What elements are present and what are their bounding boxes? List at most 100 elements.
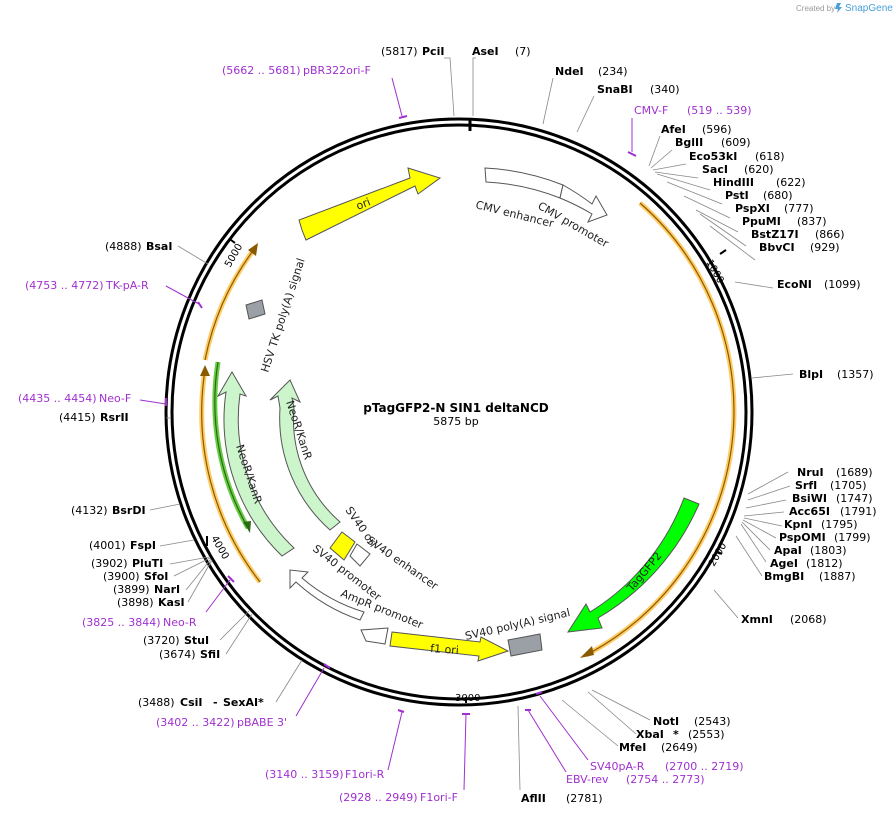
leader-mfei (561, 699, 619, 747)
tick-label-2000: 2000 (707, 541, 729, 569)
primer-leader-pbabe (295, 667, 325, 717)
svg-text:Neo-R: Neo-R (163, 616, 197, 629)
svg-text:XmnI: XmnI (741, 613, 773, 626)
leader-bglii (650, 149, 673, 169)
svg-text:(929): (929) (810, 241, 840, 254)
svg-text:NarI: NarI (154, 583, 180, 596)
leader-kpni (743, 517, 783, 527)
svg-text:HindIII: HindIII (713, 176, 754, 189)
svg-text:(4001): (4001) (89, 539, 126, 552)
svg-text:(1803): (1803) (810, 544, 847, 557)
svg-text:KpnI: KpnI (784, 518, 812, 531)
site-label-bstz17i: BstZ17I (866) (751, 228, 845, 241)
svg-text:(519 .. 539): (519 .. 539) (687, 104, 752, 117)
svg-text:BlpI: BlpI (799, 368, 823, 381)
svg-text:FspI: FspI (130, 539, 156, 552)
feature-label-sv40-polya: SV40 poly(A) signal (464, 606, 572, 643)
leader-fspi (159, 539, 195, 547)
svg-text:BsaI: BsaI (146, 240, 172, 253)
feature-hsv-tk-polya[interactable]: HSV TK poly(A) signal (245, 257, 308, 374)
orf-arc-taggfp2-head (580, 646, 594, 658)
primer-markers (139, 77, 637, 791)
feature-cmv-enhancer[interactable]: CMV enhancer (474, 167, 564, 230)
svg-text:(1705): (1705) (830, 479, 867, 492)
site-label-pspxi: PspXI (777) (735, 202, 814, 215)
svg-text:RsrII: RsrII (100, 411, 129, 424)
feature-ori[interactable]: ori (298, 167, 442, 241)
primer-label-f1ori-f: (2928 .. 2949) F1ori-F (339, 791, 458, 804)
leader-agei (740, 523, 767, 563)
svg-text:PspXI: PspXI (735, 202, 770, 215)
leader-blpi (751, 373, 794, 379)
svg-text:SfiI: SfiI (200, 648, 220, 661)
primer-label-pbabe: (3402 .. 3422) pBABE 3' (156, 716, 287, 729)
tick-2000: 2000 (707, 541, 729, 569)
svg-text:(1791): (1791) (840, 505, 877, 518)
backbone-outer-ring (164, 117, 754, 707)
svg-text:(1747): (1747) (836, 492, 873, 505)
svg-text:PspOMI: PspOMI (779, 531, 826, 544)
primer-leader-neo-f (139, 399, 167, 405)
svg-text:(1799): (1799) (834, 531, 871, 544)
primer-label-sv40pa-r: SV40pA-R (2700 .. 2719) (590, 760, 744, 773)
tick-label-3000: 3000 (455, 693, 480, 704)
primer-label-neo-f: (4435 .. 4454) Neo-F (18, 392, 131, 405)
site-label-xmni: XmnI (2068) (741, 613, 827, 626)
svg-text:(2543): (2543) (694, 715, 731, 728)
svg-text:(340): (340) (650, 83, 680, 96)
leader-pluti (169, 556, 210, 565)
primer-leader-pbr322 (391, 77, 403, 117)
leader-apai (741, 521, 771, 551)
svg-text:(3825 .. 3844): (3825 .. 3844) (82, 616, 161, 629)
feature-label-taggfp2: TagGFP2 (624, 549, 665, 594)
primer-leader-sv40pa-r (539, 695, 589, 761)
svg-text:(3902): (3902) (91, 557, 128, 570)
leader-bsiwi (745, 499, 787, 509)
svg-text:(2928 .. 2949): (2928 .. 2949) (339, 791, 418, 804)
feature-neor-kanr-inner[interactable]: NeoR/KanR (269, 379, 341, 531)
primer-leader-f1ori-f (463, 713, 467, 791)
svg-text:KasI: KasI (158, 596, 185, 609)
site-label-xbai: XbaI * (2553) (636, 728, 725, 741)
svg-text:(620): (620) (744, 163, 774, 176)
svg-text:CMV-F: CMV-F (634, 104, 668, 117)
backbone-inner-ring (170, 123, 748, 701)
svg-text:F1ori-F: F1ori-F (420, 791, 458, 804)
site-label-nari: (3899) NarI (113, 583, 180, 596)
leader-ppumi (695, 209, 739, 233)
orf-arc-neo-core (201, 369, 261, 583)
site-label-pspomi: PspOMI (1799) (779, 531, 871, 544)
svg-text:(2754 .. 2773): (2754 .. 2773) (626, 773, 705, 786)
svg-text:(4132): (4132) (71, 504, 108, 517)
feature-taggfp2[interactable]: TagGFP2 (567, 497, 700, 633)
leader-sfii (225, 613, 253, 655)
plasmid-name: pTagGFP2-N SIN1 deltaNCD (363, 401, 549, 415)
leader-eco53ki (652, 163, 687, 171)
svg-text:-: - (213, 696, 218, 709)
svg-text:AseI: AseI (472, 45, 499, 58)
svg-text:(3488): (3488) (138, 696, 175, 709)
primer-leader-f1ori-r (387, 711, 403, 771)
leader-srfi (747, 485, 791, 501)
leader-afei (648, 135, 661, 167)
site-label-saci: SacI (620) (702, 163, 774, 176)
site-label-agei: AgeI (1812) (770, 557, 843, 570)
primer-label-pbr322ori-f: (5662 .. 5681) pBR322ori-F (222, 64, 371, 77)
primer-label-tk-pa-r: (4753 .. 4772) TK-pA-R (25, 279, 149, 292)
feature-f1-ori[interactable]: f1 ori (389, 631, 510, 662)
site-label-kasi: (3898) KasI (117, 596, 185, 609)
leader-aflii (517, 705, 521, 791)
leader-kasi (187, 559, 213, 603)
site-label-psti: PstI (680) (725, 189, 793, 202)
svg-text:NruI: NruI (797, 466, 824, 479)
svg-text:CsiI: CsiI (180, 696, 202, 709)
svg-text:SexAI: SexAI (223, 696, 258, 709)
site-label-acc65i: Acc65I (1791) (789, 505, 877, 518)
primer-leader-tk-pa-r (165, 285, 200, 305)
svg-text:AfeI: AfeI (661, 123, 686, 136)
svg-text:(2553): (2553) (688, 728, 725, 741)
leader-noti (591, 689, 651, 721)
leader-bbvci (709, 225, 756, 261)
site-label-sfoi: (3900) SfoI (103, 570, 168, 583)
